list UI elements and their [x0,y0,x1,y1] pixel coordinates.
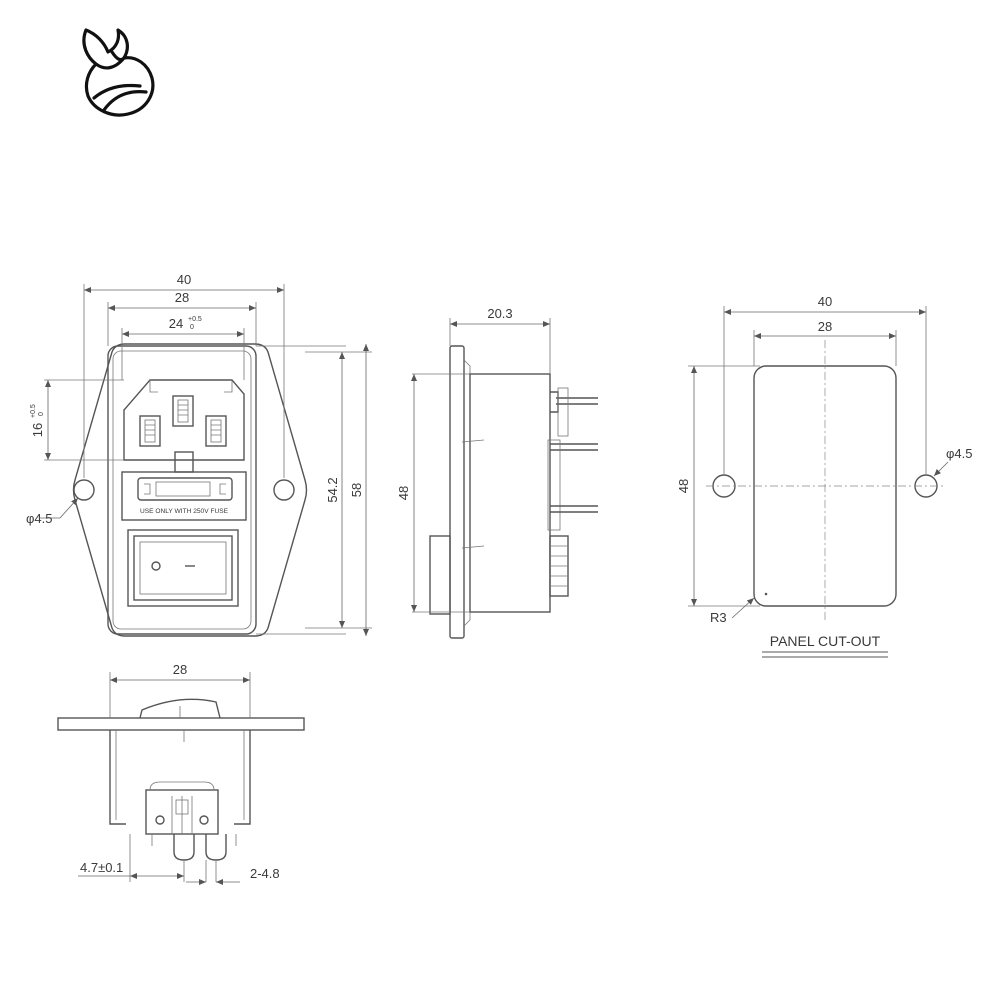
side-terminal-middle [547,439,598,531]
dim-inlet-tolerance-lower: 0 [38,412,45,416]
side-switch-terminal [549,535,569,597]
dim-front-width-40: 40 [177,272,191,287]
mount-hole-right [273,479,295,501]
dim-front-width-28: 28 [175,290,189,305]
dim-cutout-width-40: 40 [818,294,832,309]
dim-hole-diameter: φ4.5 [26,511,53,526]
panel-cutout-title: PANEL CUT-OUT [770,633,881,649]
side-terminal-bottom [550,505,598,513]
front-view: USE ONLY WITH 250V FUSE 40 28 24 +0.5 0 … [26,272,372,637]
dim-cutout-hole-diameter: φ4.5 [946,446,973,461]
dim-cutout-width-28: 28 [818,319,832,334]
bottom-rocker-top [139,698,221,719]
rocker-switch [127,529,239,607]
bottom-view: 28 4.7±0.1 2-4.8 [57,662,305,885]
dim-inlet-height-16: 16 [30,423,45,437]
dim-switch-tolerance-upper: +0.5 [188,316,202,323]
inlet-pin-left [139,415,161,447]
inlet-pin-right [205,415,227,447]
dim-side-height-48: 48 [396,486,411,500]
bottom-terminal-tab-right [205,834,227,861]
fuse-drawer [121,471,247,521]
dim-pin-width: 2-4.8 [250,866,280,881]
switch-off-symbol [151,561,161,571]
dim-switch-tolerance-lower: 0 [190,324,194,331]
fuse-label: USE ONLY WITH 250V FUSE [140,508,229,515]
dim-height-54-2: 54.2 [325,477,340,502]
dim-cutout-radius: R3 [710,610,727,625]
side-flange [449,345,465,639]
dim-bottom-width-28: 28 [173,662,187,677]
side-terminal-top [550,387,598,437]
flame-leaf-logo-icon [82,28,155,117]
bottom-body [109,730,251,825]
side-switch-rocker [429,535,451,615]
dim-height-58: 58 [349,483,364,497]
dim-cutout-height-48: 48 [676,479,691,493]
dim-depth-20-3: 20.3 [487,306,512,321]
dim-pin-offset: 4.7±0.1 [80,860,123,875]
dim-inlet-tolerance-upper: +0.5 [30,404,37,418]
bottom-flange [57,717,305,731]
panel-cutout-view: 40 28 48 φ4.5 R3 PANEL CUT-OUT [676,294,973,658]
side-body [469,373,551,613]
fuse-holder [137,477,233,501]
mount-hole-left [73,479,95,501]
bottom-terminal-tab-left [173,834,195,861]
inlet-pin-center [172,395,194,427]
side-view: 20.3 48 [396,306,598,639]
dim-switch-width-24: 24 [169,316,183,331]
inlet-body [107,345,257,635]
